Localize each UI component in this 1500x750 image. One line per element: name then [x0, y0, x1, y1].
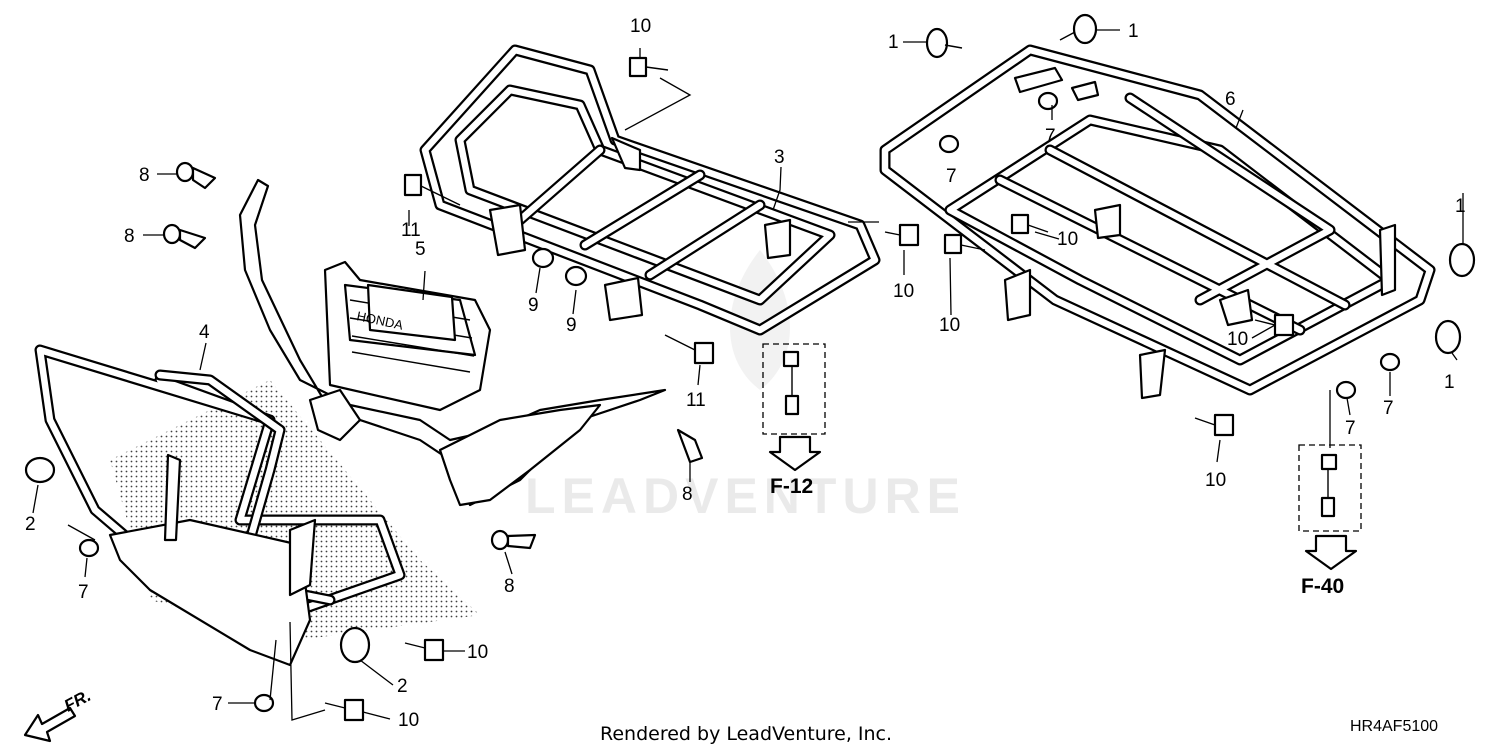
- clip-8-c: [676, 428, 704, 464]
- cushion-2-b: [339, 626, 371, 664]
- callout-7: 7: [1045, 126, 1056, 147]
- collar-bolt-f40: [1320, 453, 1338, 518]
- callout-8: 8: [682, 484, 693, 505]
- footer-credit: Rendered by LeadVenture, Inc.: [600, 723, 892, 745]
- callout-10: 10: [1057, 229, 1078, 250]
- callout-9: 9: [566, 315, 577, 336]
- front-carrier: [419, 44, 881, 336]
- nut-9-a: [531, 247, 555, 269]
- clip-8-b: [162, 223, 207, 250]
- callout-10: 10: [893, 281, 914, 302]
- callout-3: 3: [774, 147, 785, 168]
- front-cover: [238, 178, 667, 507]
- front-bumper: [34, 344, 480, 667]
- callout-9: 9: [528, 295, 539, 316]
- callout-7: 7: [1383, 398, 1394, 419]
- bolt-10-top: [628, 56, 669, 78]
- callout-2: 2: [397, 676, 408, 697]
- callout-8: 8: [504, 576, 515, 597]
- callout-10: 10: [398, 710, 419, 731]
- clip-8-d: [490, 529, 537, 551]
- bolt-10-fc: [884, 223, 920, 247]
- callout-6: 6: [1225, 89, 1236, 110]
- cushion-2-a: [24, 456, 56, 484]
- callout-1: 1: [1444, 372, 1455, 393]
- nut-7-a: [1037, 91, 1059, 111]
- callout-5: 5: [415, 239, 426, 260]
- ref-f40-label: F-40: [1301, 575, 1344, 598]
- callout-10: 10: [630, 16, 651, 37]
- bolt-11-b: [664, 334, 715, 365]
- bolt-10-r3: [1194, 413, 1235, 437]
- callout-10: 10: [1227, 329, 1248, 350]
- rear-carrier: [879, 44, 1436, 400]
- cushion-1-r2: [1434, 319, 1462, 355]
- bolt-11-a: [403, 173, 461, 206]
- nut-9-b: [564, 265, 588, 287]
- leader-lines: [32, 29, 1464, 721]
- callout-7: 7: [1345, 418, 1356, 439]
- watermark-text: LEADVENTURE: [525, 468, 966, 524]
- cushion-1-tl: [925, 27, 963, 59]
- callout-2: 2: [25, 514, 36, 535]
- nut-7-r1: [1379, 352, 1401, 372]
- cushion-1-tr: [1059, 13, 1098, 45]
- front-grille: HONDA: [323, 260, 492, 412]
- callout-1: 1: [888, 32, 899, 53]
- callout-8: 8: [139, 165, 150, 186]
- callout-10: 10: [939, 315, 960, 336]
- callout-7: 7: [946, 166, 957, 187]
- bolt-10-mid-a: [1010, 213, 1049, 235]
- front-direction-indicator: FR.: [23, 686, 94, 743]
- nut-7-b: [938, 134, 960, 154]
- callout-10: 10: [1205, 470, 1226, 491]
- callout-7: 7: [78, 582, 89, 603]
- ref-f12-label: F-12: [770, 475, 813, 498]
- bolt-10-bl2: [324, 698, 365, 722]
- callout-8: 8: [124, 226, 135, 247]
- callout-11: 11: [401, 220, 421, 241]
- bolt-10-bl1: [404, 638, 445, 662]
- hardware-fasteners: [78, 56, 1401, 722]
- callout-10: 10: [467, 642, 488, 663]
- callout-4: 4: [199, 322, 210, 343]
- bolt-10-r1: [943, 233, 986, 255]
- reference-f12: F-12: [762, 343, 826, 498]
- diagram-code: HR4AF5100: [1350, 718, 1438, 735]
- reference-f40: F-40: [1298, 444, 1362, 598]
- nut-7-l: [78, 538, 100, 558]
- cushion-1-r1: [1448, 242, 1476, 278]
- collar-bolt-f12: [782, 350, 800, 416]
- rubber-cushions: [24, 13, 1476, 664]
- callout-7: 7: [212, 694, 223, 715]
- nut-7-r2: [1335, 380, 1357, 400]
- callouts: 10 1 1 6 7 7 3 8 8 11 10 1 5 10 10 4 9 9…: [25, 16, 1466, 731]
- clip-8-a: [175, 161, 217, 190]
- callout-1: 1: [1128, 21, 1139, 42]
- callout-11: 11: [686, 390, 706, 411]
- callout-1: 1: [1455, 196, 1466, 217]
